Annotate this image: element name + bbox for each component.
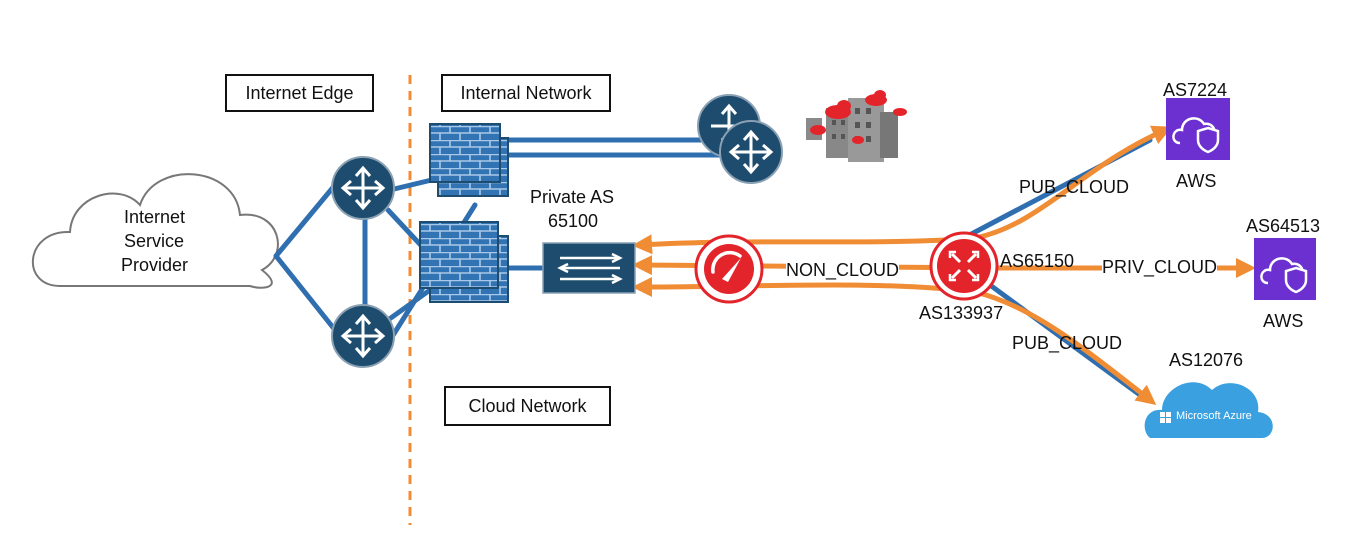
as-label-aws-mid: AS64513 [1246,216,1321,236]
isp-label-line3: Provider [121,255,189,275]
router-icon [331,156,395,220]
azure-brand-label: Microsoft Azure [1176,410,1252,422]
firewall-icon [429,123,509,197]
as-label-hub-below: AS133937 [919,303,1004,323]
aws-label-mid: AWS [1263,311,1304,331]
azure-cloud-icon [1144,382,1273,438]
office-building-icon [806,90,907,162]
link-label-non-cloud: NON_CLOUD [786,260,900,281]
aws-label-top: AWS [1176,171,1217,191]
private-as-label: Private AS [530,187,615,207]
as-label-hub: AS65150 [1000,251,1075,271]
isp-label-line1: Internet [124,207,186,227]
router-icon [331,304,395,368]
zone-label-internet-edge: Internet Edge [225,74,374,112]
isp-cloud-icon [32,173,279,289]
private-as-number: 65100 [548,211,599,231]
as-label-azure: AS12076 [1169,350,1244,370]
router-icon [719,120,783,184]
link-label-pub-cloud-top: PUB_CLOUD [1019,177,1130,197]
zone-label-cloud-network: Cloud Network [444,386,611,426]
speedometer-icon [694,234,764,304]
firewall-icon [419,221,509,303]
as-label-aws-top: AS7224 [1163,80,1228,100]
isp-label-line2: Service [124,231,185,251]
zone-label-internal-network: Internal Network [441,74,611,112]
hub-icon [929,231,999,301]
switch-icon [542,242,636,294]
aws-shield-icon [1166,98,1230,160]
link-label-pub-cloud-bottom: PUB_CLOUD [1012,333,1123,353]
aws-shield-icon [1254,238,1316,300]
link-label-priv-cloud: PRIV_CLOUD [1102,257,1218,278]
